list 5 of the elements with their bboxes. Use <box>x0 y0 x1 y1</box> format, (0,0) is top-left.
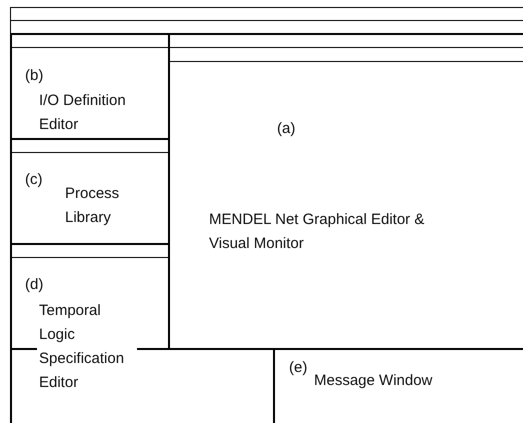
message-pane <box>274 349 523 423</box>
editor-pane <box>169 34 523 349</box>
library-pane <box>11 139 169 244</box>
editor-pane <box>11 34 169 139</box>
application-window <box>10 7 523 423</box>
